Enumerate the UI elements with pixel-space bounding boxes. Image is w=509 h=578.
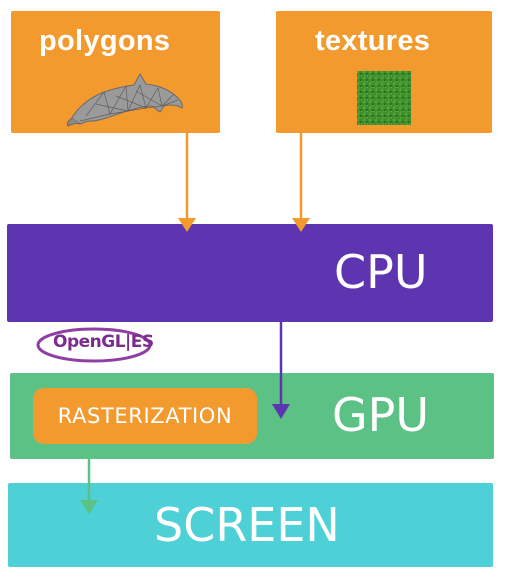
textures-title: textures (315, 25, 431, 57)
arrow-textures-to-cpu (292, 133, 310, 232)
opengl-es-logo-text: OpenGL|ES (53, 332, 154, 352)
polygons-box: polygons (11, 11, 220, 133)
cpu-label: CPU (334, 245, 428, 299)
arrow-cpu-to-gpu (272, 322, 290, 419)
gpu-label: GPU (332, 388, 430, 442)
opengl-es-logo: OpenGL|ES (36, 325, 160, 367)
screen-label: SCREEN (154, 498, 340, 552)
rasterization-stage: RASTERIZATION (33, 388, 257, 444)
dolphin-mesh-icon (66, 72, 183, 127)
arrow-polygons-to-cpu (178, 133, 196, 232)
cpu-block: CPU (7, 224, 493, 322)
textures-box: textures (276, 11, 492, 133)
polygons-title: polygons (39, 25, 171, 57)
arrow-rasterization-to-screen (80, 459, 98, 514)
grass-texture-icon (357, 71, 411, 125)
